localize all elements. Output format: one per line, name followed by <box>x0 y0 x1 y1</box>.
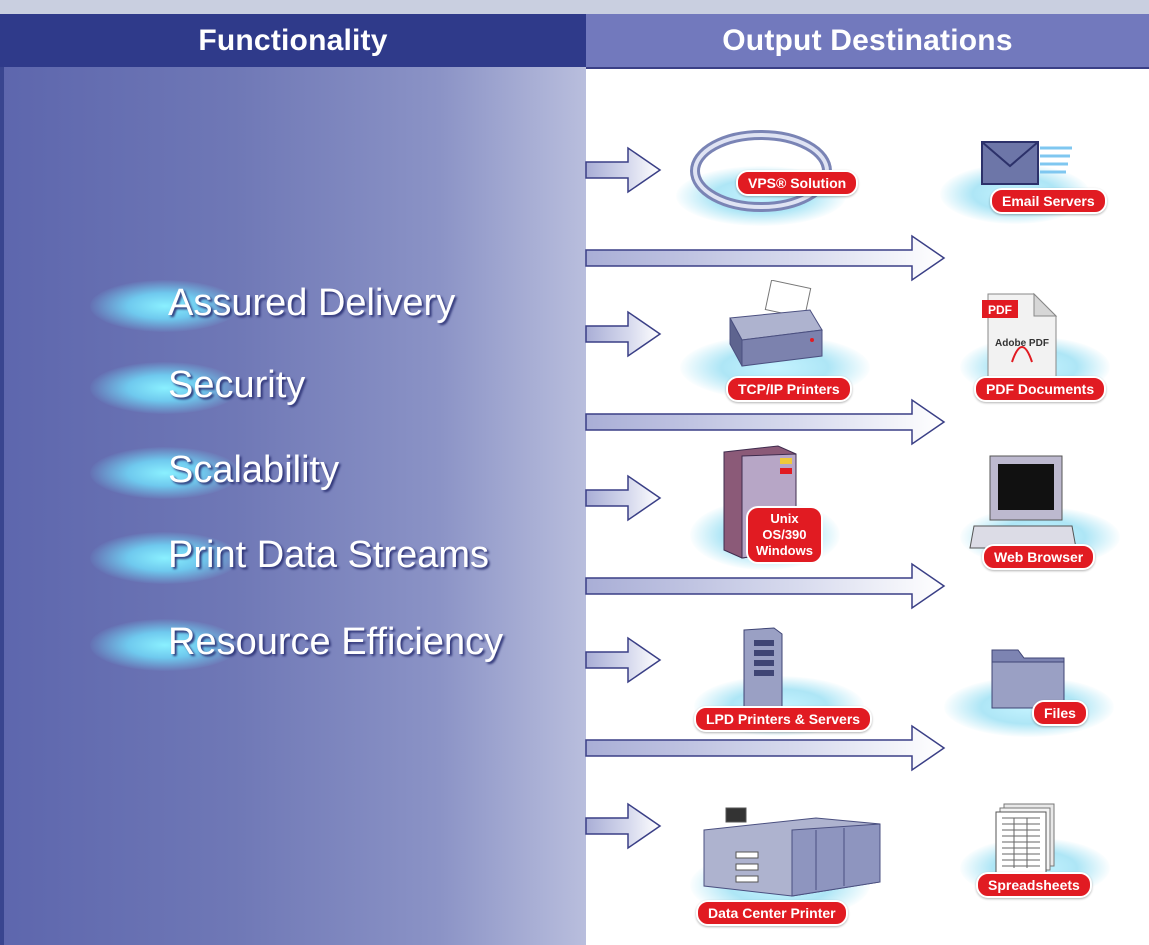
top-strip <box>0 0 1149 14</box>
long-flow-arrow <box>585 398 946 446</box>
functionality-label: Scalability <box>168 449 340 491</box>
tcpip-printers-node: TCP/IP Printers <box>680 280 880 402</box>
short-flow-arrow <box>585 474 662 522</box>
short-flow-arrow <box>585 802 662 850</box>
tcpip-printers-label: TCP/IP Printers <box>726 376 852 402</box>
tower-server-icon <box>743 627 783 715</box>
short-flow-arrow <box>585 146 662 194</box>
files-node: Files <box>944 642 1114 742</box>
functionality-label: Security <box>168 364 306 406</box>
spreadsheets-label: Spreadsheets <box>976 872 1092 898</box>
functionality-label: Resource Efficiency <box>168 621 504 663</box>
output-destinations-header-label: Output Destinations <box>722 23 1013 57</box>
vps-solution-label: VPS® Solution <box>736 170 859 196</box>
functionality-item-assured-delivery: Assured Delivery <box>90 272 570 342</box>
functionality-item-security: Security <box>90 354 570 424</box>
computer-monitor-icon <box>969 455 1077 549</box>
web-browser-node: Web Browser <box>960 452 1130 572</box>
glow-bullet <box>90 362 240 414</box>
output-destinations-header: Output Destinations <box>586 14 1149 67</box>
functionality-item-resource-efficiency: Resource Efficiency <box>90 611 570 681</box>
os-390-label: OS/390 <box>762 527 807 542</box>
data-center-printer-node: Data Center Printer <box>690 790 890 930</box>
envelope-icon <box>981 141 1072 185</box>
pdf-documents-node: PDF Adobe PDF PDF Documents <box>960 292 1120 402</box>
functionality-label: Print Data Streams <box>168 534 489 576</box>
glow-bullet <box>90 532 240 584</box>
os-unix-label: Unix <box>770 511 799 526</box>
pdf-documents-label: PDF Documents <box>974 376 1107 402</box>
email-servers-label: Email Servers <box>990 188 1107 214</box>
glow-bullet <box>90 619 240 671</box>
vps-solution-node: VPS® Solution <box>676 126 859 226</box>
lpd-printers-label: LPD Printers & Servers <box>694 706 873 732</box>
short-flow-arrow <box>585 636 662 684</box>
pdf-icon-text: PDF <box>988 303 1012 317</box>
pdf-document-icon: PDF Adobe PDF <box>982 292 1058 381</box>
lpd-printers-node: LPD Printers & Servers <box>694 626 873 736</box>
glow-bullet <box>90 280 240 332</box>
functionality-panel <box>0 67 586 945</box>
panel-left-edge <box>0 67 4 945</box>
functionality-header-label: Functionality <box>198 23 388 57</box>
data-center-printer-label: Data Center Printer <box>696 900 848 926</box>
flow-arrow-group <box>585 146 946 850</box>
os-windows-label: Windows <box>756 543 813 558</box>
printer-icon <box>729 280 823 367</box>
functionality-label: Assured Delivery <box>168 282 456 324</box>
os-platforms-label: Unix OS/390 Windows <box>746 506 823 564</box>
data-center-printer-icon <box>703 807 881 897</box>
email-servers-node: Email Servers <box>940 134 1110 234</box>
short-flow-arrow <box>585 310 662 358</box>
files-label: Files <box>1032 700 1088 726</box>
os-platforms-node: Unix OS/390 Windows <box>690 440 850 570</box>
functionality-item-scalability: Scalability <box>90 439 570 509</box>
functionality-item-print-data-streams: Print Data Streams <box>90 524 570 594</box>
web-browser-label: Web Browser <box>982 544 1096 570</box>
spreadsheets-node: Spreadsheets <box>960 798 1110 908</box>
long-flow-arrow <box>585 724 946 772</box>
destinations-panel <box>586 67 1149 945</box>
adobe-pdf-text: Adobe PDF <box>995 338 1049 349</box>
long-flow-arrow <box>585 234 946 282</box>
functionality-header: Functionality <box>0 14 586 67</box>
glow-bullet <box>90 447 240 499</box>
spreadsheet-icon <box>995 803 1055 875</box>
long-flow-arrow <box>585 562 946 610</box>
